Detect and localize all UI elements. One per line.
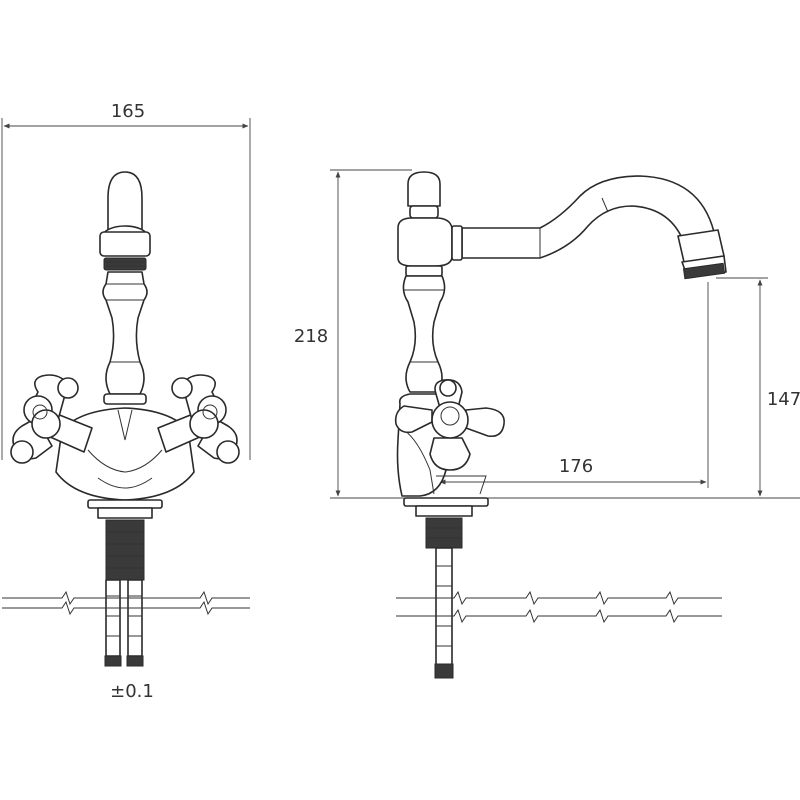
front-spout bbox=[99, 171, 151, 271]
front-view: 165 bbox=[1, 101, 251, 702]
front-column bbox=[102, 271, 148, 405]
side-hose bbox=[434, 547, 454, 679]
front-counter-lines bbox=[2, 590, 250, 616]
side-base bbox=[403, 475, 489, 549]
front-hoses bbox=[104, 579, 144, 667]
front-base bbox=[87, 499, 163, 581]
height-dimension: 218 bbox=[294, 169, 800, 499]
reach-dimension: 176 bbox=[439, 282, 709, 488]
side-spout bbox=[461, 175, 727, 280]
tolerance-label: ±0.1 bbox=[110, 681, 154, 702]
reach-label: 176 bbox=[559, 456, 593, 477]
width-label: 165 bbox=[111, 101, 145, 122]
outlet-height-dimension: 147 bbox=[716, 277, 800, 497]
height-label: 218 bbox=[294, 326, 328, 347]
width-dimension: 165 bbox=[1, 101, 251, 460]
outlet-height-label: 147 bbox=[767, 389, 800, 410]
side-cross-handle bbox=[394, 378, 505, 471]
side-counter-lines bbox=[396, 590, 722, 624]
side-column bbox=[397, 171, 463, 393]
side-view: 218 147 176 bbox=[294, 169, 800, 679]
left-cross-handle bbox=[10, 374, 93, 464]
right-cross-handle bbox=[157, 374, 240, 464]
